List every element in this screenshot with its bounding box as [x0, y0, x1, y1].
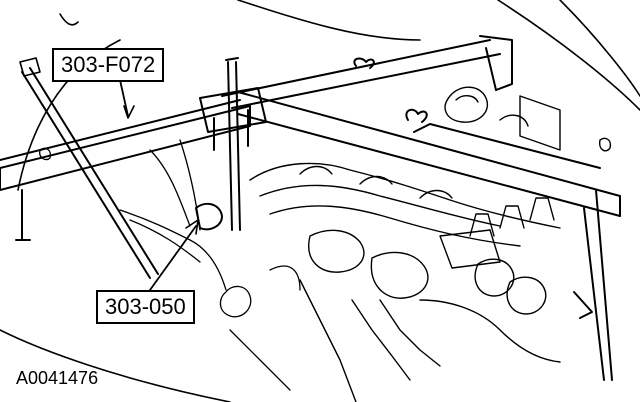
engine-support-bar-right	[237, 91, 621, 381]
intake-manifold	[249, 162, 561, 402]
tool-callout-303-050: 303-050	[96, 290, 195, 324]
wiring-harness	[39, 139, 301, 391]
strut-tower	[444, 86, 612, 152]
rear-cross-bar	[221, 35, 513, 123]
callout-leader-lines	[119, 79, 199, 291]
figure-id: A0041476	[16, 368, 99, 388]
lift-rod	[195, 57, 267, 231]
tool-callout-303-F072: 303-F072	[52, 48, 165, 82]
hood-strut	[19, 57, 159, 279]
